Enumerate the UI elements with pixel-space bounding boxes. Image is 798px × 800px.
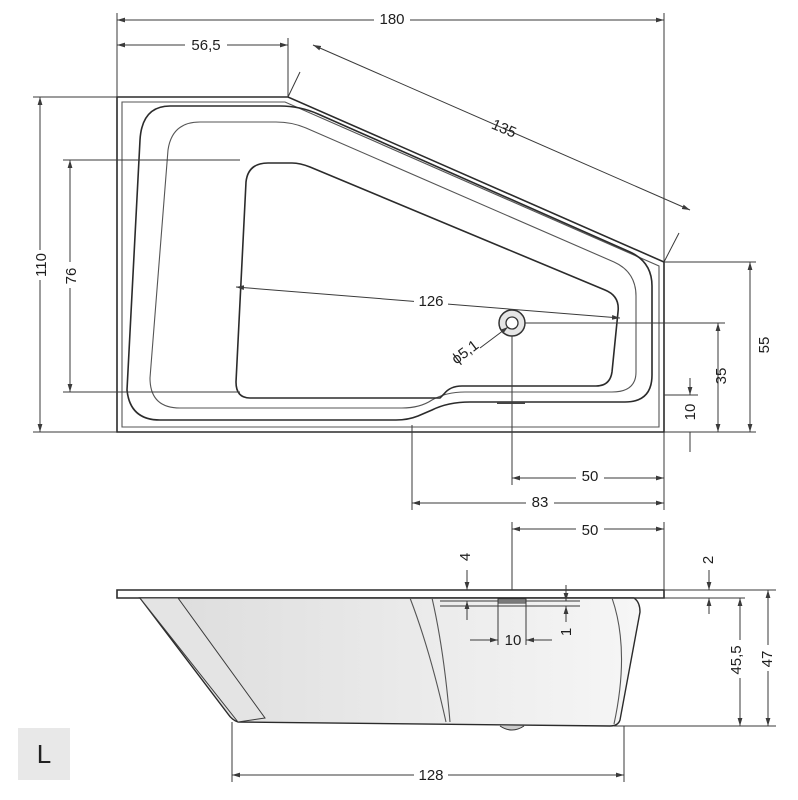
label-inner-height: 45,5 xyxy=(728,645,745,674)
label-step-offset-x: 83 xyxy=(532,494,549,511)
right-wall-inner xyxy=(611,597,623,725)
label-rim-drop-right: 2 xyxy=(700,556,717,564)
left-wall-shading xyxy=(138,597,266,723)
top-view: 180 56,5 135 110 76 126 ϕ5,1 55 35 10 50… xyxy=(32,10,773,511)
label-overall-width: 180 xyxy=(379,11,404,28)
label-right-end-depth: 55 xyxy=(756,337,773,354)
basin-floor xyxy=(235,162,620,399)
label-drain-offset-x: 50 xyxy=(582,468,599,485)
label-diagonal: 135 xyxy=(489,116,519,142)
basin-outer-contour xyxy=(126,105,653,421)
label-ledge-height: 10 xyxy=(682,404,699,421)
label-inner-depth: 76 xyxy=(63,268,80,285)
basin-inner-contour xyxy=(149,121,637,409)
label-drain-diameter: ϕ5,1 xyxy=(448,337,482,368)
tub-outer-outline xyxy=(116,96,665,433)
step-wall-left xyxy=(409,597,447,723)
label-drain-width: 10 xyxy=(505,632,522,649)
label-rim-drop-left: 4 xyxy=(457,553,474,561)
step-wall-right xyxy=(431,597,451,723)
rim-outline xyxy=(116,589,665,599)
tub-body xyxy=(138,597,641,727)
orientation-badge: L xyxy=(18,728,70,780)
label-drain-offset-y: 35 xyxy=(713,368,730,385)
tub-rim-edge xyxy=(121,101,660,428)
label-bottom-length: 128 xyxy=(418,767,443,784)
drain-leader xyxy=(479,326,509,349)
drain-bottom xyxy=(499,725,525,731)
label-inner-length: 126 xyxy=(418,293,443,310)
orientation-label: L xyxy=(36,738,52,769)
label-left-segment: 56,5 xyxy=(191,37,220,54)
label-overall-height: 47 xyxy=(759,651,776,668)
side-view: 50 4 2 10 1 45,5 47 128 xyxy=(116,520,776,784)
label-side-drain-offset: 50 xyxy=(582,522,599,539)
label-drain-step: 1 xyxy=(558,628,575,636)
dim-line-135 xyxy=(312,44,691,211)
label-overall-depth: 110 xyxy=(33,253,50,277)
